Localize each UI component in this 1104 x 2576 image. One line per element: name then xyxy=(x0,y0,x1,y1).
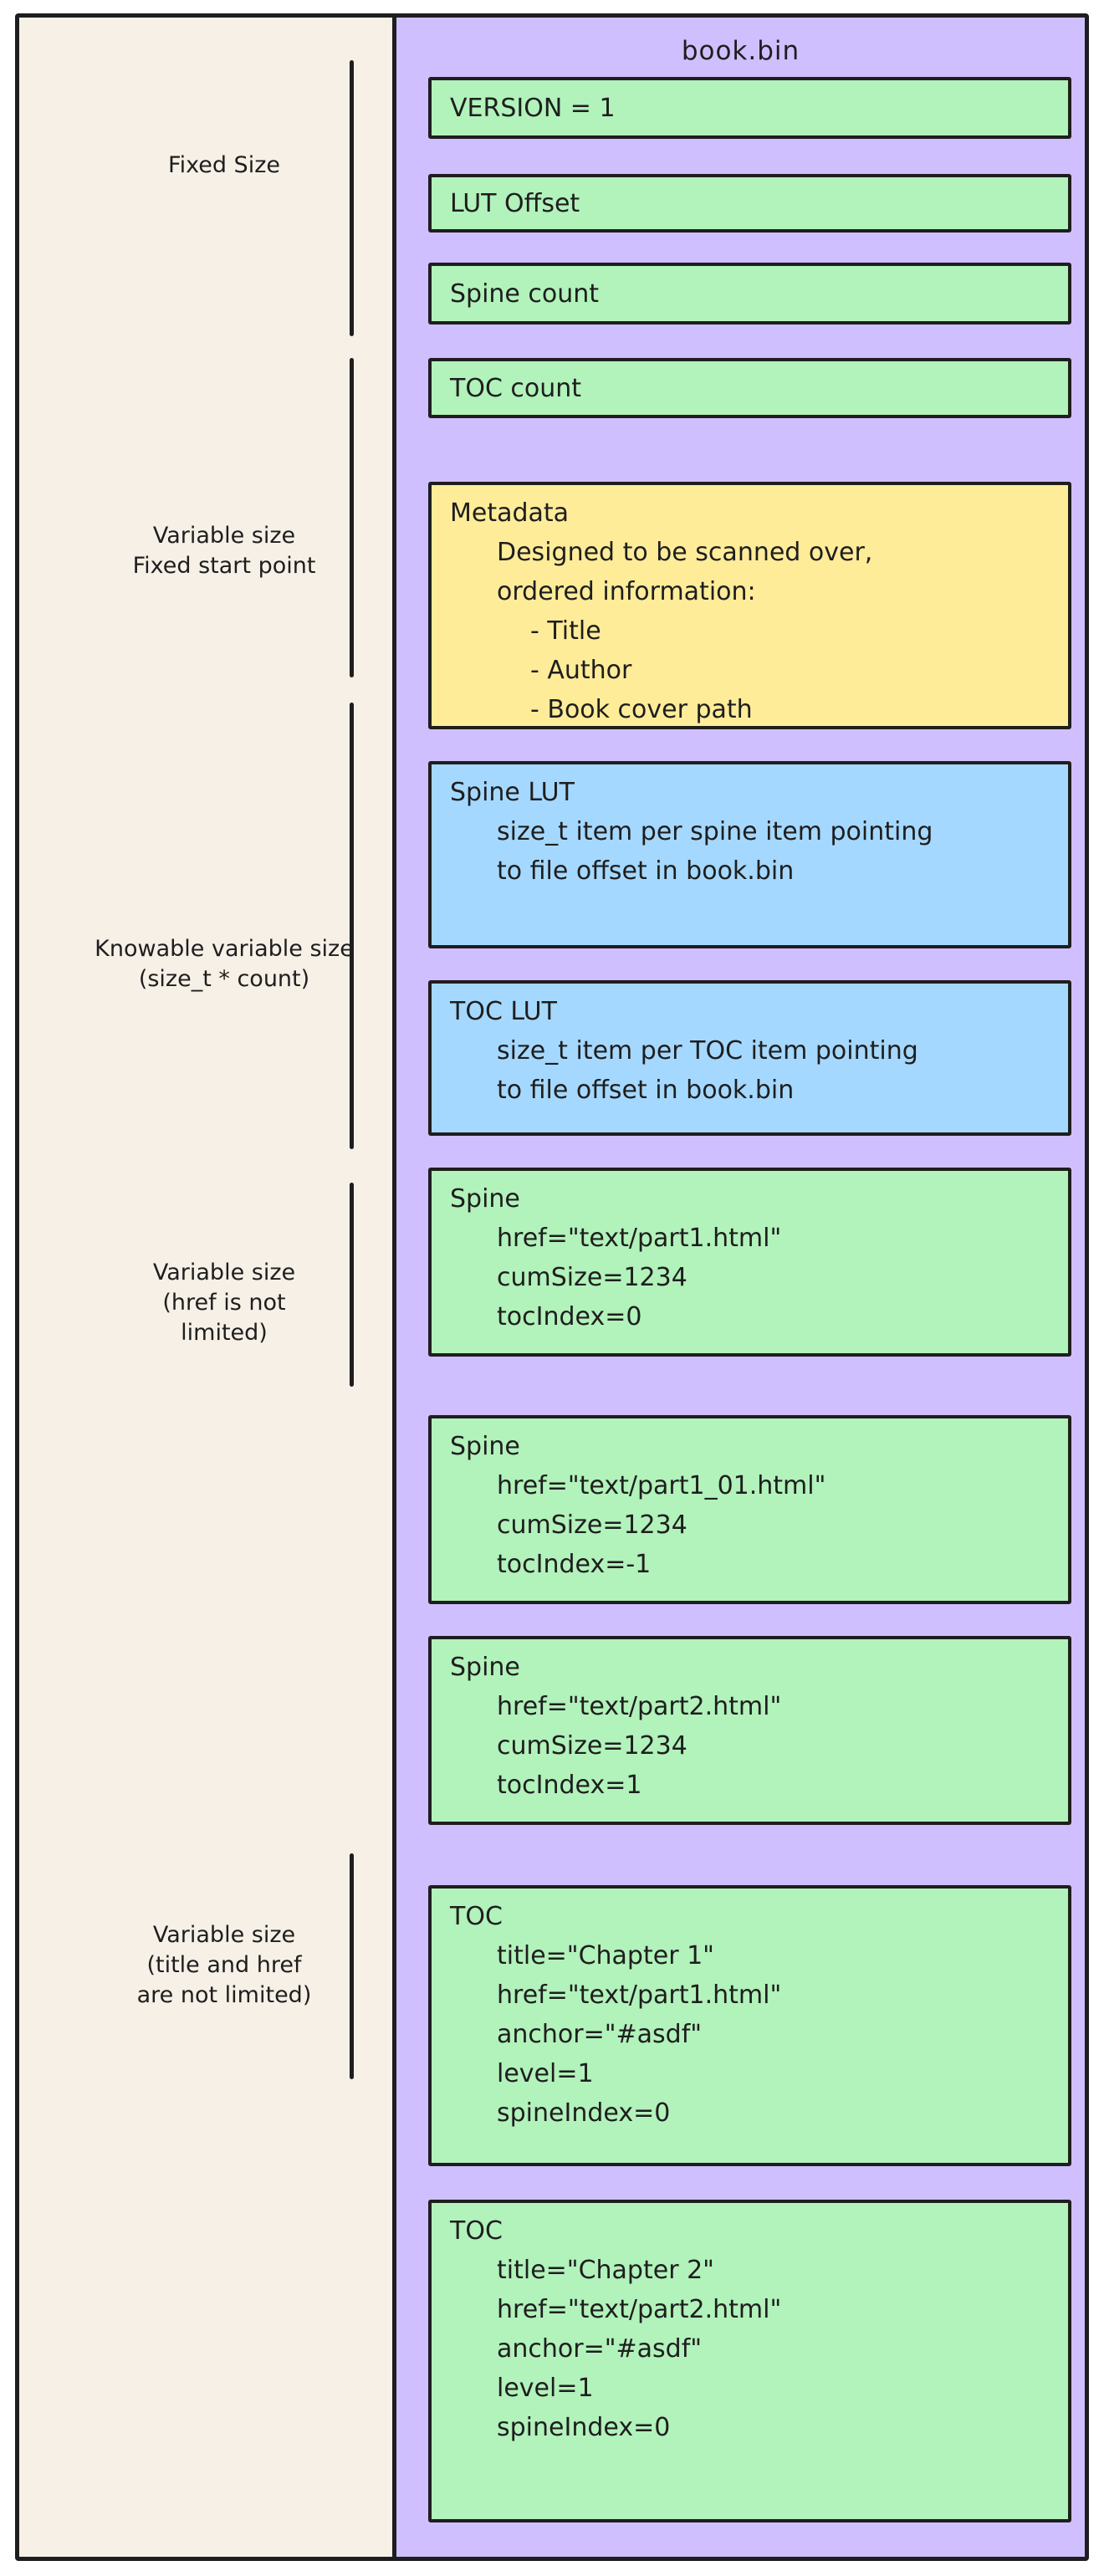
block-line: - Title xyxy=(530,616,601,646)
block-line: TOC xyxy=(450,2216,503,2246)
block-line: TOC count xyxy=(450,373,582,403)
label-line: (href is not xyxy=(162,1290,286,1316)
block-version: VERSION = 1 xyxy=(428,77,1071,139)
bracket-variable-fixed-start xyxy=(350,358,354,677)
label-line: (size_t * count) xyxy=(138,966,310,992)
block-spine-2: Spine href="text/part1_01.html" cumSize=… xyxy=(428,1415,1071,1604)
label-line: limited) xyxy=(181,1320,268,1346)
block-line: ordered information: xyxy=(497,577,756,606)
block-line: href="text/part2.html" xyxy=(497,1692,782,1721)
block-line: href="text/part1_01.html" xyxy=(497,1471,826,1500)
label-variable-fixed-start: Variable size Fixed start point xyxy=(133,521,316,581)
block-line: Metadata xyxy=(450,498,570,528)
label-knowable-variable: Knowable variable size (size_t * count) xyxy=(95,934,354,994)
label-fixed-size: Fixed Size xyxy=(168,151,280,181)
label-line: Fixed start point xyxy=(132,553,316,579)
block-spine-lut: Spine LUT size_t item per spine item poi… xyxy=(428,761,1071,948)
bracket-variable-title-href xyxy=(350,1853,354,2079)
label-line: Variable size xyxy=(152,1260,296,1285)
block-line: size_t item per TOC item pointing xyxy=(497,1036,918,1066)
block-line: Spine xyxy=(450,1184,520,1214)
block-line: spineIndex=0 xyxy=(497,2413,671,2442)
block-line: Spine xyxy=(450,1432,520,1461)
block-line: href="text/part1.html" xyxy=(497,1981,782,2010)
block-line: LUT Offset xyxy=(450,188,580,218)
book-bin-panel: book.bin VERSION = 1 LUT Offset Spine co… xyxy=(392,18,1085,2557)
block-line: title="Chapter 2" xyxy=(497,2256,714,2285)
block-line: tocIndex=0 xyxy=(497,1302,642,1331)
label-line: Variable size xyxy=(152,523,296,549)
label-variable-href: Variable size (href is not limited) xyxy=(153,1258,295,1348)
block-line: anchor="#asdf" xyxy=(497,2020,703,2049)
block-line: TOC xyxy=(450,1902,503,1931)
label-variable-title-href: Variable size (title and href are not li… xyxy=(137,1920,312,2011)
block-line: to file offset in book.bin xyxy=(497,1076,795,1105)
label-line: Knowable variable size xyxy=(95,936,354,962)
label-line: Fixed Size xyxy=(168,152,280,178)
block-line: Spine xyxy=(450,1653,520,1682)
block-lut-offset: LUT Offset xyxy=(428,174,1071,233)
block-line: level=1 xyxy=(497,2059,594,2088)
block-metadata: Metadata Designed to be scanned over, or… xyxy=(428,482,1071,729)
block-line: cumSize=1234 xyxy=(497,1731,687,1761)
block-line: TOC LUT xyxy=(450,997,557,1026)
block-line: VERSION = 1 xyxy=(450,93,616,123)
block-spine-1: Spine href="text/part1.html" cumSize=123… xyxy=(428,1168,1071,1357)
block-line: Spine LUT xyxy=(450,778,575,807)
block-line: - Author xyxy=(530,656,632,685)
block-line: tocIndex=-1 xyxy=(497,1550,652,1579)
block-line: - Book cover path xyxy=(530,695,753,724)
diagram-canvas: Fixed Size Variable size Fixed start poi… xyxy=(15,13,1089,2561)
block-line: level=1 xyxy=(497,2374,594,2403)
block-line: size_t item per spine item pointing xyxy=(497,817,933,846)
bracket-fixed-size xyxy=(350,60,354,336)
block-line: title="Chapter 1" xyxy=(497,1941,714,1970)
block-line: href="text/part1.html" xyxy=(497,1224,782,1253)
block-line: to file offset in book.bin xyxy=(497,856,795,886)
block-line: spineIndex=0 xyxy=(497,2098,671,2128)
block-toc-2: TOC title="Chapter 2" href="text/part2.h… xyxy=(428,2200,1071,2522)
bracket-variable-href xyxy=(350,1183,354,1387)
block-toc-lut: TOC LUT size_t item per TOC item pointin… xyxy=(428,980,1071,1136)
bracket-knowable-variable xyxy=(350,703,354,1149)
block-spine-3: Spine href="text/part2.html" cumSize=123… xyxy=(428,1636,1071,1825)
block-line: Spine count xyxy=(450,279,600,309)
block-line: href="text/part2.html" xyxy=(497,2295,782,2324)
block-line: anchor="#asdf" xyxy=(497,2334,703,2364)
label-line: are not limited) xyxy=(136,1982,312,2008)
block-line: cumSize=1234 xyxy=(497,1263,687,1292)
block-line: tocIndex=1 xyxy=(497,1771,642,1800)
block-line: cumSize=1234 xyxy=(497,1510,687,1540)
label-line: (title and href xyxy=(146,1952,302,1978)
file-panel-title: book.bin xyxy=(681,36,800,66)
block-toc-1: TOC title="Chapter 1" href="text/part1.h… xyxy=(428,1885,1071,2166)
block-line: Designed to be scanned over, xyxy=(497,538,873,567)
label-line: Variable size xyxy=(152,1922,296,1948)
block-toc-count: TOC count xyxy=(428,358,1071,418)
block-spine-count: Spine count xyxy=(428,263,1071,325)
